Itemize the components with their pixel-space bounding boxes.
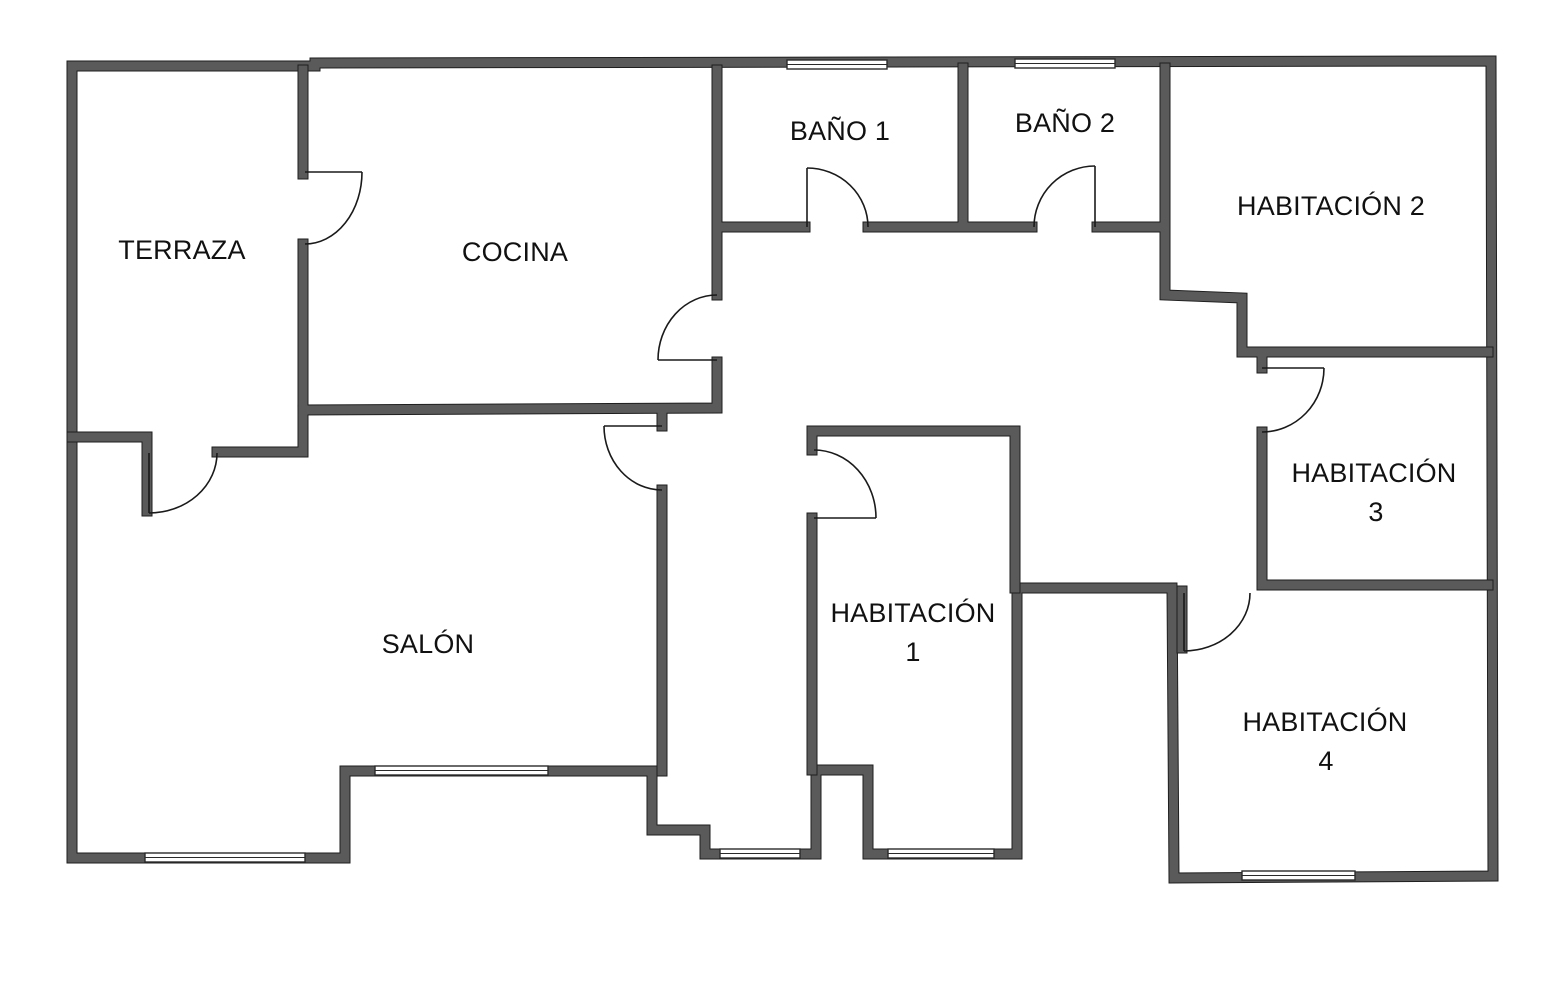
label-habitacion3-line2: 3 <box>1368 497 1383 527</box>
label-habitacion1-line2: 1 <box>905 637 920 667</box>
label-cocina: COCINA <box>462 237 568 267</box>
window-salon-bottom <box>144 852 306 863</box>
window-habitacion4 <box>1241 870 1356 881</box>
doors <box>148 165 1325 652</box>
door-terraza-cocina <box>304 171 363 245</box>
label-habitacion4-line2: 4 <box>1318 746 1333 776</box>
walls <box>66 55 1499 884</box>
door-habitacion4 <box>1183 592 1251 652</box>
window-bano1 <box>786 59 888 70</box>
door-bano2 <box>1033 165 1096 228</box>
door-salon-corridor <box>603 425 663 491</box>
interior-walls <box>67 63 1493 776</box>
outer-wall-edge <box>66 55 1499 884</box>
window-corridor <box>719 848 801 859</box>
label-habitacion3-line1: HABITACIÓN <box>1291 457 1456 488</box>
label-habitacion1-line1: HABITACIÓN <box>830 597 995 628</box>
door-habitacion3 <box>1261 367 1325 433</box>
label-bano2: BAÑO 2 <box>1015 107 1115 138</box>
door-habitacion1 <box>813 449 877 519</box>
outer-wall <box>67 56 1498 883</box>
door-bano1 <box>806 167 869 228</box>
label-terraza: TERRAZA <box>118 235 245 265</box>
label-bano1: BAÑO 1 <box>790 115 890 146</box>
label-habitacion2: HABITACIÓN 2 <box>1237 190 1425 221</box>
label-habitacion4-line1: HABITACIÓN <box>1242 706 1407 737</box>
window-bano2 <box>1014 58 1116 69</box>
interior-walls-edge <box>66 62 1494 777</box>
windows <box>144 58 1356 881</box>
window-habitacion1 <box>887 848 995 859</box>
door-terraza-salon <box>148 452 218 514</box>
label-salon: SALÓN <box>382 628 475 659</box>
door-cocina-hall <box>657 294 718 361</box>
room-labels: TERRAZA COCINA BAÑO 1 BAÑO 2 HABITACIÓN … <box>118 107 1456 776</box>
window-salon-middle <box>374 765 549 776</box>
